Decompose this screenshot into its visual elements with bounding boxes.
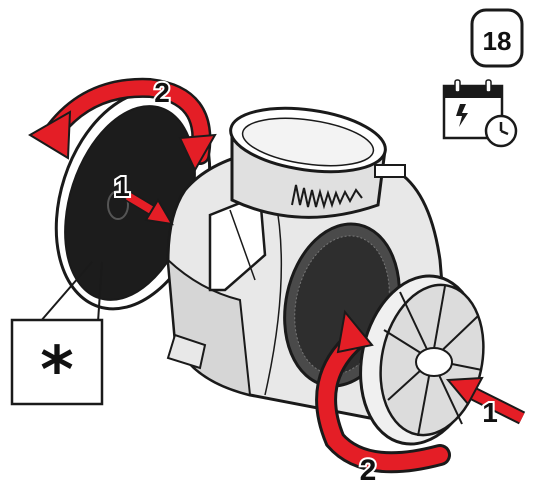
left-push-step-label: 1 — [114, 171, 130, 202]
right-rotate-step-label: 2 — [360, 454, 377, 487]
step-badge: 18 — [472, 10, 522, 66]
step-number: 18 — [483, 26, 512, 56]
callout-asterisk: * — [40, 334, 73, 408]
clock-icon — [486, 116, 516, 146]
left-rotate-step-label: 2 — [154, 77, 170, 108]
duct-collar — [227, 99, 405, 217]
right-push-step-label: 1 — [482, 397, 498, 428]
